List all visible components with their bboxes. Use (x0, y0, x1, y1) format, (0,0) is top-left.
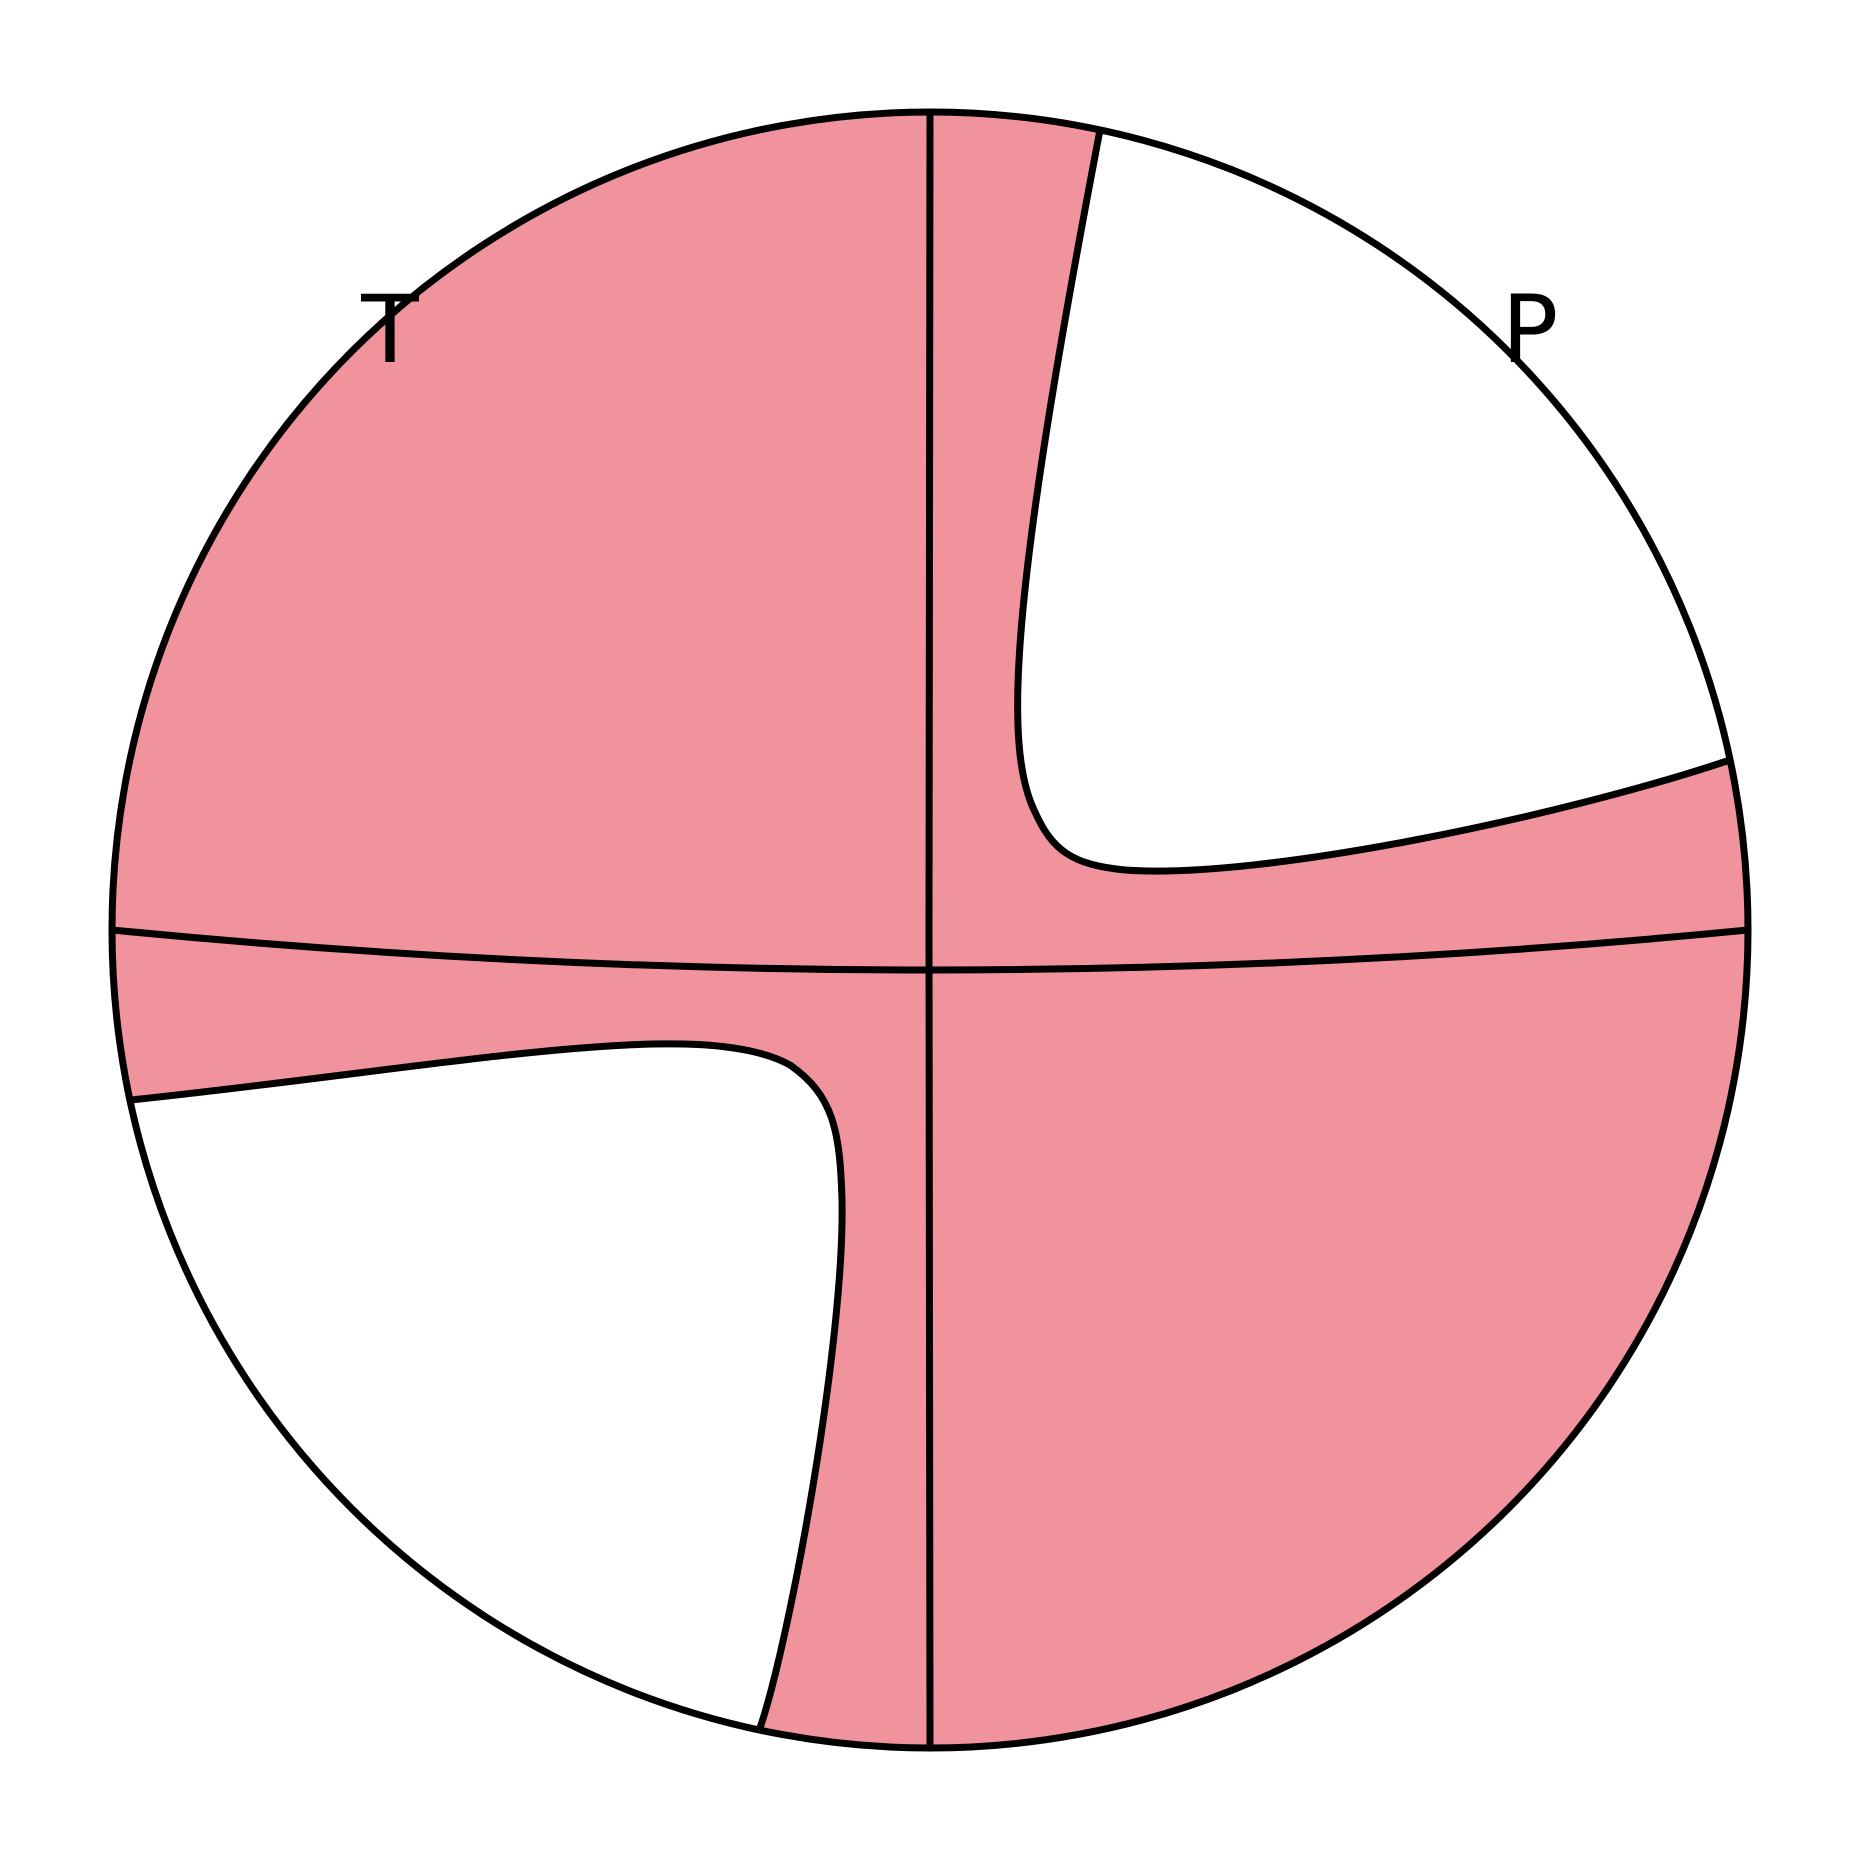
focal-sphere-outline (108, 108, 1752, 1752)
nodal-line-lower-left (130, 1040, 846, 1730)
nodal-plane-vertical (925, 112, 934, 1748)
nodal-plane-horizontal (112, 926, 1748, 974)
dilatational-lobe-upper-right (1017, 112, 1748, 872)
nodal-line-upper-right (1014, 129, 1732, 875)
p-axis-label: P (1502, 276, 1559, 385)
dilatational-lobe-lower-left (112, 1043, 843, 1748)
